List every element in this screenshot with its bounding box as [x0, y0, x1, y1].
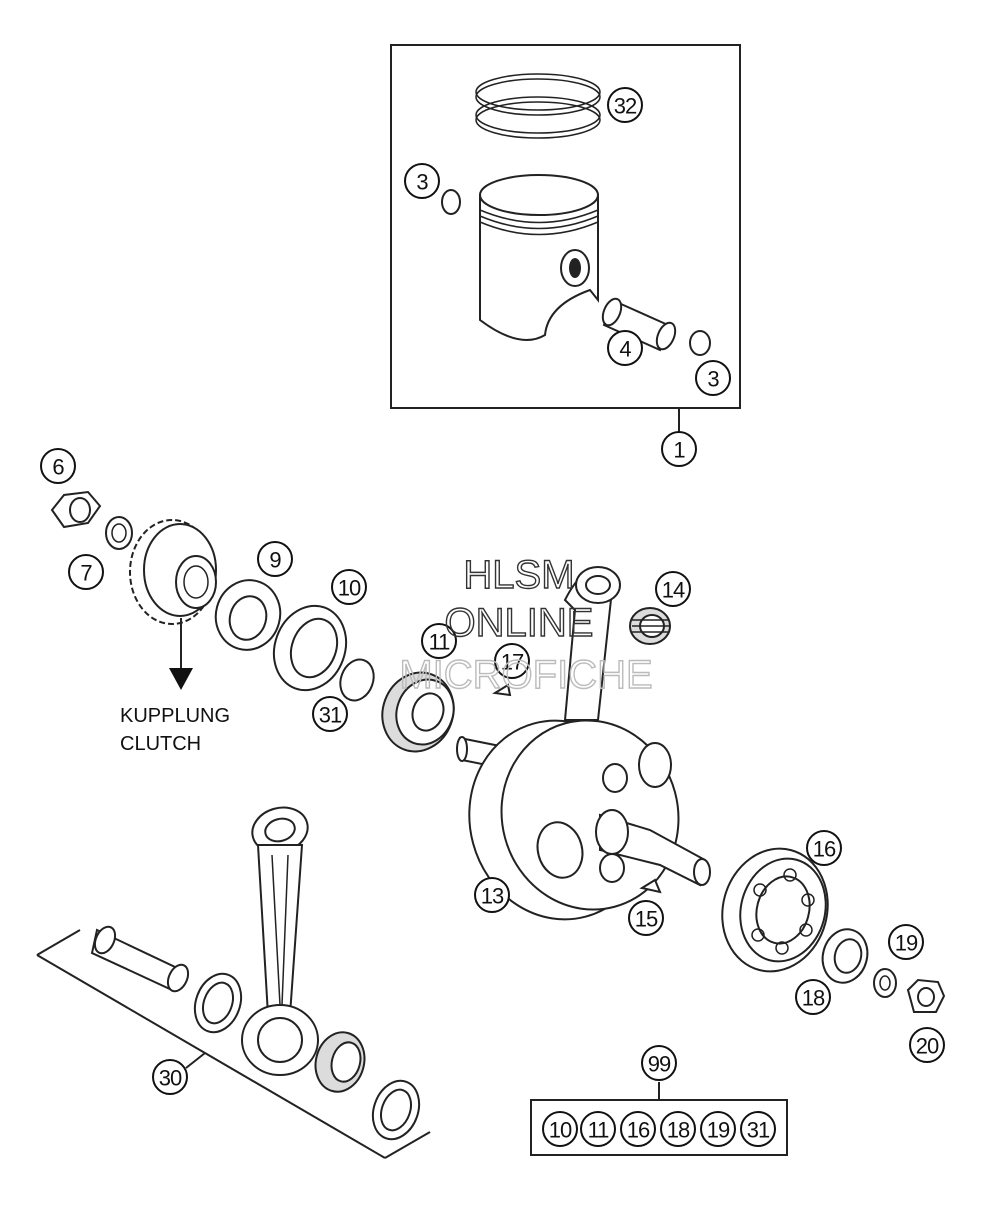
- lock-washer-right[interactable]: [873, 968, 897, 998]
- callout-1[interactable]: 1: [661, 431, 697, 467]
- conrod-pin[interactable]: [90, 924, 192, 995]
- main-bearing-right[interactable]: [709, 837, 842, 984]
- main-bearing-left[interactable]: [371, 662, 464, 761]
- svg-text:31: 31: [319, 703, 342, 728]
- piston-kit-group: [390, 44, 741, 432]
- bearing-kit-group: 10 11 16 18 19 31: [530, 1082, 788, 1156]
- svg-text:15: 15: [635, 907, 658, 932]
- callout-16[interactable]: 16: [806, 830, 842, 866]
- svg-text:32: 32: [614, 94, 637, 119]
- conrod-needle-bearing[interactable]: [309, 1027, 371, 1097]
- piston-pin-circlip-left[interactable]: [441, 189, 461, 215]
- svg-text:31: 31: [747, 1118, 770, 1143]
- callout-19[interactable]: 19: [888, 924, 924, 960]
- callout-15[interactable]: 15: [628, 900, 664, 936]
- callout-99[interactable]: 99: [641, 1045, 677, 1081]
- thrust-washer-b[interactable]: [365, 1074, 427, 1145]
- svg-text:99: 99: [648, 1052, 671, 1077]
- piston-pin[interactable]: [599, 296, 679, 352]
- woodruff-key-left[interactable]: [492, 683, 512, 697]
- svg-text:10: 10: [338, 576, 361, 601]
- connecting-rod[interactable]: [241, 802, 319, 1076]
- callout-32[interactable]: 32: [607, 87, 643, 123]
- thrust-washer-a[interactable]: [187, 967, 249, 1038]
- kit-item-11[interactable]: 11: [580, 1111, 616, 1147]
- bearing-kit-frame: [530, 1099, 788, 1156]
- svg-text:3: 3: [707, 367, 719, 392]
- kit-item-10[interactable]: 10: [542, 1111, 578, 1147]
- svg-text:20: 20: [916, 1034, 939, 1059]
- callout-9[interactable]: 9: [257, 541, 293, 577]
- callout-17[interactable]: 17: [494, 643, 530, 679]
- watermark: HLSM ONLINE MICROFICHE: [399, 552, 654, 697]
- callout-18[interactable]: 18: [795, 979, 831, 1015]
- callout-7[interactable]: 7: [68, 554, 104, 590]
- watermark-line1: HLSM: [463, 553, 574, 597]
- needle-bearing[interactable]: [629, 607, 671, 645]
- spacer-ring[interactable]: [208, 573, 288, 657]
- callout-13[interactable]: 13: [474, 877, 510, 913]
- svg-text:17: 17: [501, 650, 524, 675]
- piston-kit-frame: [390, 44, 741, 409]
- callout-31[interactable]: 31: [312, 696, 348, 732]
- piston-pin-circlip-right[interactable]: [689, 330, 711, 356]
- kit-item-18[interactable]: 18: [660, 1111, 696, 1147]
- clutch-arrow-head: [169, 668, 193, 690]
- callout-11[interactable]: 11: [421, 623, 457, 659]
- nut-right[interactable]: [906, 978, 946, 1013]
- svg-text:16: 16: [813, 837, 836, 862]
- callout-3-left[interactable]: 3: [404, 163, 440, 199]
- svg-text:16: 16: [627, 1118, 650, 1143]
- o-ring[interactable]: [335, 655, 379, 705]
- lock-washer[interactable]: [105, 516, 133, 550]
- kit-item-19[interactable]: 19: [700, 1111, 736, 1147]
- callout-10[interactable]: 10: [331, 569, 367, 605]
- crankshaft[interactable]: [447, 566, 711, 940]
- svg-text:19: 19: [895, 931, 918, 956]
- svg-text:1: 1: [673, 438, 685, 463]
- clutch-note-line2: CLUTCH: [120, 733, 201, 755]
- clutch-note-line1: KUPPLUNG: [120, 705, 230, 727]
- shaft-seal-right[interactable]: [817, 924, 873, 988]
- callout-14[interactable]: 14: [655, 571, 691, 607]
- callout-30[interactable]: 30: [152, 1059, 188, 1095]
- callout-3-right[interactable]: 3: [695, 360, 731, 396]
- watermark-line2: ONLINE: [445, 601, 594, 645]
- svg-text:11: 11: [588, 1118, 610, 1143]
- kit-item-31[interactable]: 31: [740, 1111, 776, 1147]
- watermark-line3: MICROFICHE: [399, 653, 652, 697]
- svg-text:11: 11: [429, 630, 451, 655]
- svg-text:3: 3: [416, 170, 428, 195]
- svg-text:13: 13: [481, 884, 504, 909]
- svg-text:7: 7: [80, 561, 92, 586]
- svg-text:18: 18: [667, 1118, 690, 1143]
- kit-item-16[interactable]: 16: [620, 1111, 656, 1147]
- shaft-seal-ring[interactable]: [262, 596, 357, 701]
- svg-text:6: 6: [52, 455, 64, 480]
- svg-text:30: 30: [159, 1066, 182, 1091]
- svg-text:10: 10: [549, 1118, 572, 1143]
- primary-gear[interactable]: [129, 519, 217, 625]
- svg-text:4: 4: [619, 337, 631, 362]
- callout-4[interactable]: 4: [607, 330, 643, 366]
- piston-rings[interactable]: [475, 73, 601, 139]
- conrod-kit-group: [36, 802, 431, 1159]
- svg-text:19: 19: [707, 1118, 730, 1143]
- svg-text:14: 14: [662, 578, 685, 603]
- piston[interactable]: [479, 174, 599, 341]
- svg-text:9: 9: [269, 548, 281, 573]
- svg-text:18: 18: [802, 986, 825, 1011]
- callout-6[interactable]: 6: [40, 448, 76, 484]
- nut[interactable]: [50, 490, 102, 529]
- woodruff-key-right[interactable]: [639, 878, 662, 894]
- callout-20[interactable]: 20: [909, 1027, 945, 1063]
